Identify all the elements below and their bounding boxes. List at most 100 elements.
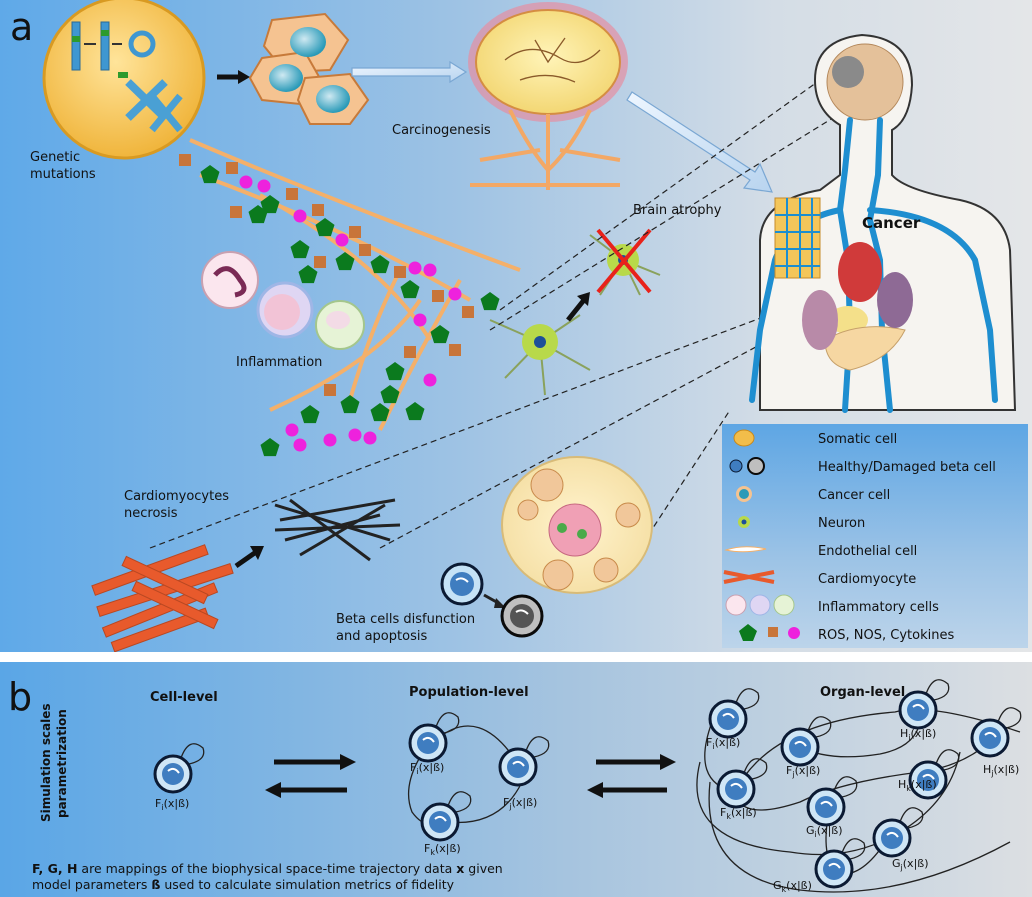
carcinogenesis-label: Carcinogenesis — [392, 123, 491, 138]
ros-nos-cytokines-scatter — [179, 154, 500, 457]
neuron-healthy — [489, 314, 591, 396]
organ-node-f-j — [780, 716, 832, 767]
endothelial-fibers — [189, 138, 521, 431]
nos-marker — [314, 256, 326, 268]
endothelial-cell-icon — [724, 546, 767, 553]
organ-node-f-i-label: Fi(x|ß) — [706, 736, 740, 751]
population-node-j-label: Fj(x|ß) — [503, 796, 537, 811]
dashed-connectors — [149, 79, 871, 561]
nos-marker — [230, 206, 242, 218]
ros-marker — [248, 205, 268, 224]
population-node-i — [408, 712, 460, 763]
ros-marker — [405, 402, 425, 421]
cell-level-title: Cell-level — [150, 690, 218, 705]
population-node-i-label: Fi(x|ß) — [410, 761, 444, 776]
organ-node-h-j — [970, 707, 1022, 758]
organ-node-f-k-label: Fk(x|ß) — [720, 806, 757, 821]
cytokine-marker — [323, 433, 337, 447]
organ-node-g-i — [806, 776, 858, 827]
tumor-illustration — [468, 2, 628, 190]
nos-marker — [462, 306, 474, 318]
legend-label-2: Healthy/Damaged beta cell — [818, 460, 996, 475]
ros-marker — [200, 165, 220, 184]
legend-label-6: Cardiomyocyte — [818, 572, 916, 587]
panel-a: a Genetic mutations Carcinogenesis — [0, 0, 1032, 652]
population-node-j — [498, 736, 550, 787]
cardio-label-line1: Cardiomyocytes — [124, 489, 229, 504]
legend-label-3: Cancer cell — [818, 488, 890, 503]
brain-atrophy-label: Brain atrophy — [633, 203, 722, 218]
ros-marker — [298, 265, 318, 284]
organ-node-g-k — [814, 838, 866, 889]
ros-marker — [370, 403, 390, 422]
inflammatory-cells-icon — [725, 594, 795, 616]
ros-nos-cytokines-icon — [739, 624, 800, 641]
side-title-line1: Simulation scales — [39, 703, 53, 822]
caption-line1: F, G, H are mappings of the biophysical … — [32, 861, 503, 876]
panel-b: b Simulation scales parametrization Cell… — [0, 662, 1032, 897]
cytokine-marker — [448, 287, 462, 301]
necrotic-tissue — [274, 498, 401, 562]
inflammatory-cells — [201, 251, 365, 350]
ros-marker — [385, 362, 405, 381]
cardiomyocytes-illustration — [91, 544, 234, 652]
inflammation-label: Inflammation — [236, 355, 322, 370]
panel-b-illustration: b Simulation scales parametrization Cell… — [8, 675, 1022, 894]
organ-node-f-j-label: Fj(x|ß) — [786, 764, 820, 779]
beta-cell-healthy — [440, 562, 484, 606]
nos-marker — [312, 204, 324, 216]
cell-level-node — [153, 743, 205, 794]
arrow-tumor-to-body — [626, 91, 773, 193]
organ-node-g-j-label: Gj(x|ß) — [892, 857, 929, 872]
legend-label-4: Neuron — [818, 516, 865, 531]
nos-marker — [179, 154, 191, 166]
ros-marker — [335, 252, 355, 271]
cytokine-marker — [413, 313, 427, 327]
genetic-label-line2: mutations — [30, 167, 96, 182]
nos-marker — [349, 226, 361, 238]
beta-label-line1: Beta cells disfunction — [336, 612, 475, 627]
organ-node-f-k — [716, 758, 768, 809]
beta-label-line2: and apoptosis — [336, 629, 427, 644]
ros-marker — [300, 405, 320, 424]
side-title-line2: parametrization — [55, 709, 69, 818]
ros-marker — [260, 195, 280, 214]
cardio-label-line2: necrosis — [124, 506, 178, 521]
beta-cell-damaged — [500, 594, 544, 638]
cytokine-marker — [257, 179, 271, 193]
ros-marker — [430, 325, 450, 344]
neuron-icon — [738, 516, 750, 528]
ros-marker — [380, 385, 400, 404]
cytokine-marker — [293, 438, 307, 452]
human-body-figure — [749, 33, 1017, 413]
cardiomyocyte-icon — [723, 570, 775, 584]
nos-marker — [394, 266, 406, 278]
arrow-to-tumor — [351, 60, 468, 84]
organ-node-h-i-label: Hi(x|ß) — [900, 727, 936, 742]
organ-level-title: Organ-level — [820, 685, 905, 700]
caption-line2: model parameters ß used to calculate sim… — [32, 877, 455, 892]
ros-marker — [400, 280, 420, 299]
nos-marker — [359, 244, 371, 256]
cytokine-marker — [423, 373, 437, 387]
ros-marker — [370, 255, 390, 274]
nos-marker — [324, 384, 336, 396]
beta-cell-icon — [729, 457, 765, 475]
ros-marker — [260, 438, 280, 457]
cytokine-marker — [408, 261, 422, 275]
organ-node-g-j — [872, 807, 924, 858]
nos-marker — [226, 162, 238, 174]
somatic-cell-genetic — [42, 0, 206, 160]
nos-marker — [286, 188, 298, 200]
equilibrium-arrows-1 — [265, 754, 356, 798]
organ-node-g-k-label: Gk(x|ß) — [773, 879, 812, 894]
ros-marker — [480, 292, 500, 311]
arrow-cardio — [234, 549, 258, 569]
cell-level-label: Fi(x|ß) — [155, 797, 189, 812]
cytokine-marker — [335, 233, 349, 247]
panel-a-letter: a — [10, 5, 33, 49]
population-node-k-label: Fk(x|ß) — [424, 842, 461, 857]
cancer-cells-cluster — [248, 12, 370, 125]
organ-node-f-i — [708, 688, 760, 739]
